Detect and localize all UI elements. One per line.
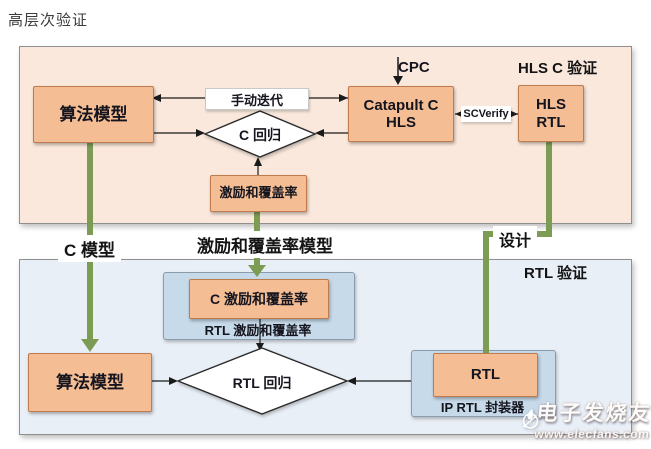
- panel-rtl-verification-label: RTL 验证: [524, 265, 588, 282]
- flow-label-c-model: C 模型: [58, 235, 121, 262]
- label-ip-rtl-wrapper: IP RTL 封装器: [440, 400, 525, 415]
- node-stimulus-coverage: 激励和覆盖率: [210, 175, 307, 212]
- wire-algo-to-c-regression: [152, 129, 205, 137]
- flow-label-stimulus-coverage-model: 激励和覆盖率模型: [191, 231, 339, 258]
- label-manual-iteration: 手动迭代: [205, 88, 309, 110]
- watermark: 电子发烧友 www.elecfans.com: [518, 391, 651, 447]
- wire-algo-to-rtl-regression: [152, 377, 178, 385]
- label-scverify: SCVerify: [461, 106, 511, 122]
- node-c-stimulus-coverage: C 激励和覆盖率: [189, 279, 329, 319]
- page-title: 高层次验证: [8, 12, 89, 29]
- wire-cpc-input: [393, 57, 403, 85]
- elecfans-logo-icon: [522, 408, 539, 429]
- node-rtl: RTL: [433, 353, 538, 397]
- flow-label-design: 设计: [493, 226, 538, 252]
- watermark-name: 电子发烧友: [535, 402, 651, 425]
- diamond-c-regression: [203, 110, 317, 158]
- node-algorithm-model-bottom: 算法模型: [28, 353, 152, 412]
- wire-iprtl-to-rtl-regression: [347, 377, 411, 385]
- wire-cstim-to-rtl-regression: [256, 317, 264, 351]
- wire-stimulus-to-c-regression: [254, 157, 262, 175]
- label-cpc: CPC: [398, 59, 430, 76]
- node-catapult-c-hls: Catapult C HLS: [348, 86, 454, 142]
- label-rtl-stimulus-coverage: RTL 激励和覆盖率: [204, 323, 312, 338]
- label-rtl-regression: RTL 回归: [232, 375, 292, 391]
- label-c-regression: C 回归: [239, 127, 281, 143]
- node-hls-rtl: HLS RTL: [518, 85, 584, 142]
- wire-catapult-to-c-regression: [315, 129, 348, 137]
- watermark-url: www.elecfans.com: [533, 427, 651, 441]
- node-algorithm-model-top: 算法模型: [33, 86, 154, 143]
- diamond-rtl-regression: [176, 347, 349, 415]
- panel-hls-c-verification-label: HLS C 验证: [518, 60, 598, 77]
